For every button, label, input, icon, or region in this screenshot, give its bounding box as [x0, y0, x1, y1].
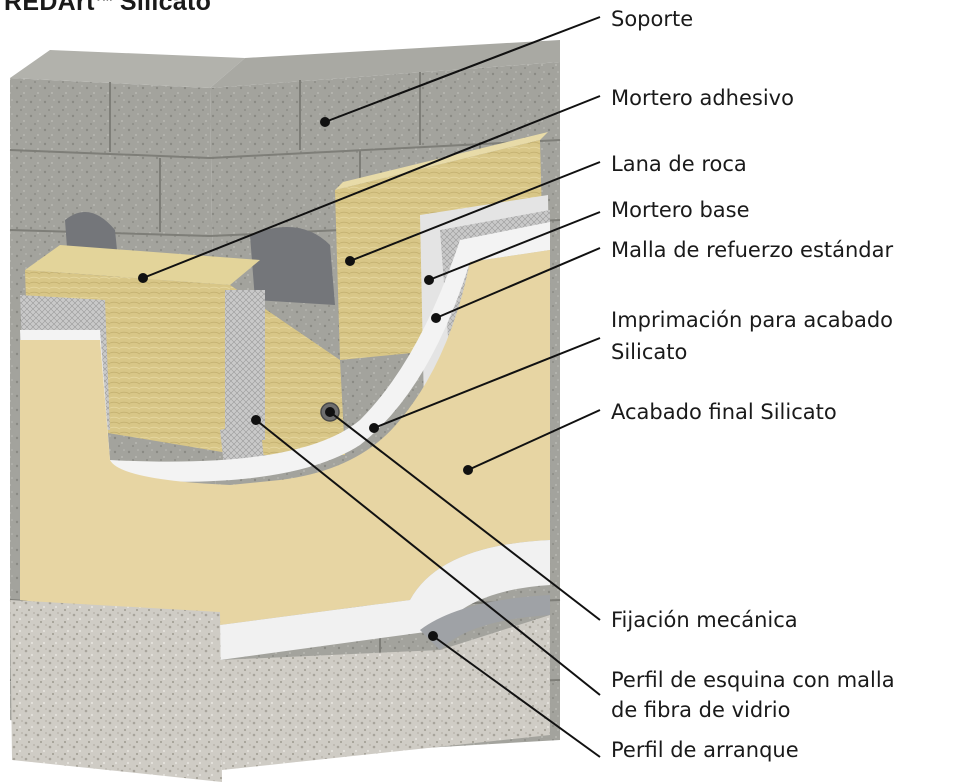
label-perfil-esquina-line1: Perfil de esquina con malla — [611, 668, 895, 692]
leader-mortero-adhesivo — [142, 95, 601, 279]
label-perfil-esquina-line2: de fibra de vidrio — [611, 698, 791, 722]
diagram-title: REDArtTM Silicato — [4, 0, 211, 17]
corner-profile — [225, 290, 265, 440]
dot-lana-de-roca — [345, 256, 355, 266]
title-trademark: TM — [95, 0, 113, 4]
label-fijacion: Fijación mecánica — [611, 608, 798, 632]
leader-soporte — [324, 16, 601, 123]
dot-mortero-adhesivo — [138, 273, 148, 283]
leader-lana-de-roca — [349, 161, 601, 262]
label-perfil-arranque: Perfil de arranque — [611, 738, 799, 762]
label-imprimacion-line2: Silicato — [611, 340, 688, 364]
leader-perfil-arranque — [432, 635, 601, 758]
dot-perfil-arranque — [428, 631, 438, 641]
label-mortero-adhesivo: Mortero adhesivo — [611, 86, 794, 110]
dot-mortero-base — [424, 275, 434, 285]
dot-malla — [431, 313, 441, 323]
starter-profile — [220, 540, 550, 660]
final-finish — [20, 250, 550, 625]
starter-profile-metal — [420, 595, 550, 650]
label-lana-de-roca: Lana de roca — [611, 152, 747, 176]
gravel-plinth — [10, 600, 550, 782]
leader-mortero-base — [428, 211, 601, 281]
label-soporte: Soporte — [611, 7, 694, 31]
title-suffix: Silicato — [112, 0, 212, 16]
label-malla-refuerzo: Malla de refuerzo estándar — [611, 238, 894, 262]
dot-perfil-esquina — [251, 415, 261, 425]
dot-acabado — [463, 465, 473, 475]
label-acabado-final: Acabado final Silicato — [611, 400, 837, 424]
dot-soporte — [320, 117, 330, 127]
leader-perfil-esquina — [255, 419, 601, 696]
label-mortero-base: Mortero base — [611, 198, 750, 222]
dot-imprimacion — [369, 423, 379, 433]
leader-acabado — [467, 409, 601, 471]
dot-fijacion — [325, 407, 335, 417]
leader-imprimacion — [373, 337, 601, 429]
title-text: REDArt — [4, 0, 95, 16]
leader-fijacion — [329, 411, 601, 621]
leader-malla — [435, 247, 601, 319]
label-imprimacion-line1: Imprimación para acabado — [611, 308, 894, 332]
